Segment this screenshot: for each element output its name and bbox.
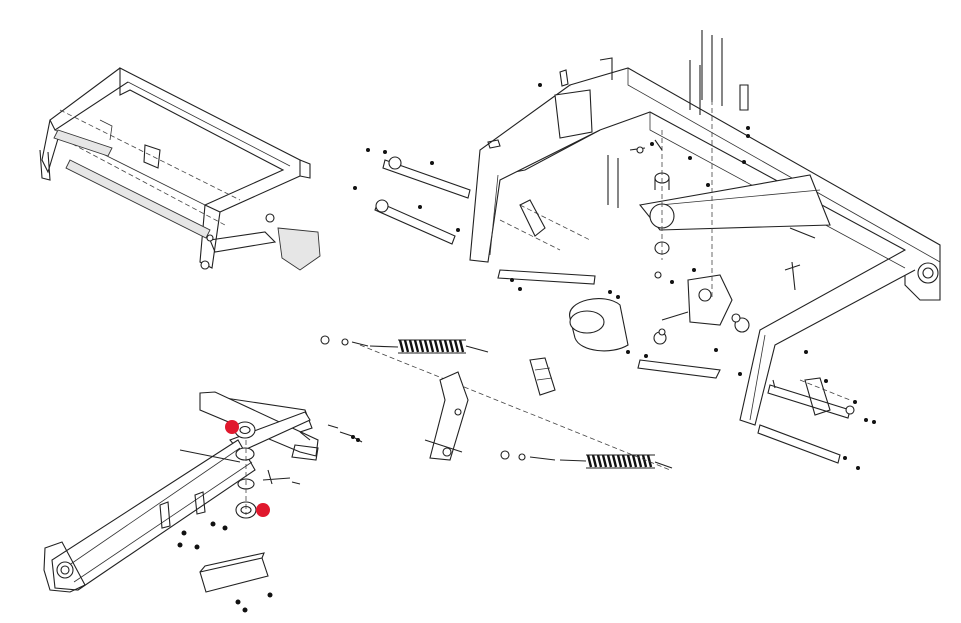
spring-assembly — [320, 335, 673, 471]
main-frame — [374, 30, 941, 464]
highlight-marker-lower — [256, 503, 270, 517]
highlight-markers — [225, 420, 270, 517]
assembled-frame-overview — [39, 67, 321, 271]
hardware-fasteners — [351, 83, 876, 470]
highlight-marker-upper — [225, 420, 239, 434]
arm-assembly — [43, 391, 363, 613]
